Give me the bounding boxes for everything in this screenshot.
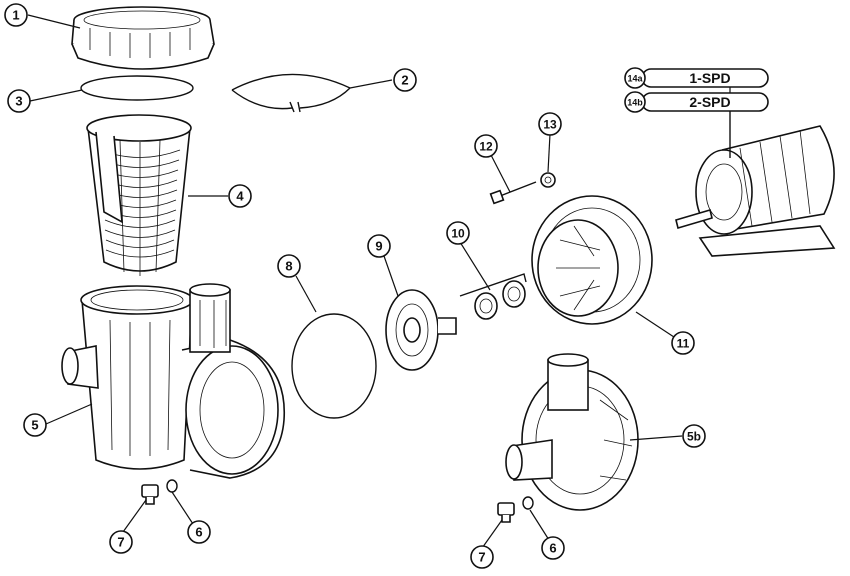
svg-text:4: 4 [236,189,244,204]
svg-text:1: 1 [12,8,19,23]
motor-option-14b: 14b 2-SPD [624,91,769,113]
part-clamp-ring [231,73,351,113]
part-pump-housing [61,283,286,479]
callout-6-left: 6 [187,520,211,544]
callout-2: 2 [393,68,417,92]
svg-text:6: 6 [195,525,202,540]
svg-text:10: 10 [451,227,465,241]
svg-text:14b: 14b [627,98,643,108]
svg-text:9: 9 [375,239,382,254]
callout-3: 3 [7,89,31,113]
part-impeller [385,289,457,371]
callout-1: 1 [4,3,28,27]
svg-text:13: 13 [543,118,557,132]
callout-5: 5 [23,413,47,437]
svg-text:11: 11 [677,337,690,351]
svg-text:3: 3 [15,94,22,109]
callout-7-left: 7 [109,530,133,554]
part-seal-plate [531,195,653,325]
svg-text:5b: 5b [687,430,701,444]
svg-text:12: 12 [479,140,493,154]
part-drain-gasket-right [522,496,534,510]
callout-9: 9 [367,234,391,258]
svg-text:6: 6 [549,541,556,556]
part-drain-plug-right [497,502,515,523]
part-nut [540,172,556,188]
part-shaft-seal [459,273,527,320]
svg-text:5: 5 [31,418,38,433]
motor-option-14a: 14a 1-SPD [624,67,769,89]
leader-lines [27,14,683,552]
part-strainer-cover [71,6,215,70]
part-housing-o-ring [291,313,377,419]
svg-text:2: 2 [401,73,408,88]
callout-12: 12 [474,134,498,158]
svg-text:2-SPD: 2-SPD [689,94,730,110]
callout-11: 11 [671,331,695,355]
part-strainer-basket [86,114,192,276]
callout-4: 4 [228,184,252,208]
callout-6-right: 6 [541,536,565,560]
part-cover-o-ring [80,75,194,101]
part-bolt [489,181,537,205]
callout-10: 10 [446,221,470,245]
callout-13: 13 [538,112,562,136]
callout-5b: 5b [682,424,706,448]
part-alt-pump-housing [505,353,639,511]
part-drain-gasket-left [166,479,178,493]
callout-7-right: 7 [470,545,494,569]
part-drain-plug-left [141,484,159,505]
part-motor [675,104,836,257]
svg-text:7: 7 [478,550,485,565]
svg-text:7: 7 [117,535,124,550]
svg-text:14a: 14a [627,74,643,84]
callout-8: 8 [277,254,301,278]
svg-text:1-SPD: 1-SPD [689,70,730,86]
svg-text:8: 8 [285,259,292,274]
